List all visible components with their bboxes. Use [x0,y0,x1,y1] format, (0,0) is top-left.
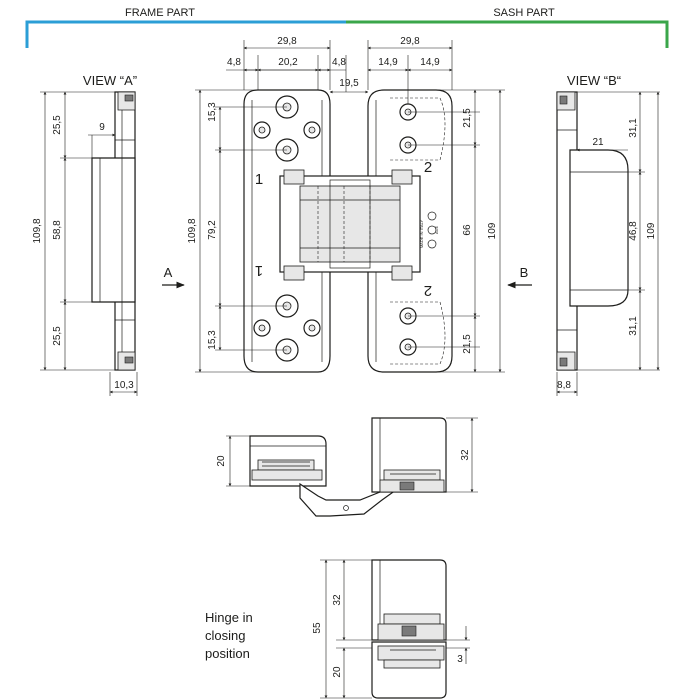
view-a-body [91,157,136,303]
top-view-dim-frame: 20 [216,455,227,467]
view-a-dim-width: 10,3 [114,380,134,391]
view-b-dim-top: 31,1 [628,118,639,138]
sash-bottom-screw-dim: 21,5 [462,334,473,354]
sash-screw-span-dim: 66 [462,224,473,236]
view-a-dim-middle: 58,8 [52,220,63,240]
frame-leaf-label-top: 1 [255,171,263,188]
closing-dim-total: 55 [312,622,323,634]
sash-part-bracket-line [346,20,669,48]
frame-width-dim: 29,8 [277,36,297,47]
frame-top-screw-dim: 15,3 [207,102,218,122]
frame-leaf-label-bottom: 1 [255,262,263,279]
sash-width-dim: 29,8 [400,36,420,47]
view-a-dim-total: 109,8 [32,218,43,243]
top-view-open: 20 32 [216,417,478,517]
view-b-dim-width: 8,8 [557,380,571,391]
sash-leaf-label-top: 2 [424,159,432,176]
top-view-dim-sash: 32 [460,449,471,461]
front-top-dimensions: 29,8 4,8 20,2 4,8 19,5 29,8 14,9 14,9 [226,36,453,104]
view-a-dim-depth: 9 [99,122,105,133]
frame-bottom-screw-dim: 15,3 [207,330,218,350]
frame-screw-span-dim: 79,2 [207,220,218,240]
frame-margin-right-dim: 4,8 [332,57,346,68]
front-left-dimensions: 109,8 15,3 79,2 15,3 [187,89,287,373]
view-b-dim-middle: 46,8 [628,221,639,241]
closing-view: 55 32 20 3 Hinge in closing position [205,559,470,699]
view-b-dim-bottom: 31,1 [628,316,639,336]
frame-inner-dim: 20,2 [278,57,298,68]
sash-half-left-dim: 14,9 [378,57,398,68]
view-a-arrow: A [162,265,185,289]
view-b-dim-depth: 21 [592,137,604,148]
front-right-dimensions: 21,5 66 21,5 109 [408,89,505,373]
sash-part-label: SASH PART [493,7,555,19]
view-b-label: VIEW “B“ [567,73,621,88]
view-a-dim-top: 25,5 [52,115,63,135]
closing-caption-line-2: closing [205,628,245,643]
frame-part-bracket-line [25,20,346,48]
hinge-mechanism [279,169,421,281]
closing-caption-line-3: position [205,646,250,661]
gap-dim: 19,5 [339,78,359,89]
view-b-group: VIEW “B“ 21 31,1 46,8 31,1 109 8,8 [556,73,660,396]
frame-part-label: FRAME PART [125,7,195,19]
brand-logo: ACE [427,211,439,249]
view-b-arrow: B [507,265,532,289]
closing-dim-frame: 20 [332,666,343,678]
view-b-arrow-label: B [520,265,529,280]
frame-margin-left-dim: 4,8 [227,57,241,68]
view-b-dim-total: 109 [646,222,657,239]
closing-dim-gap: 3 [457,654,463,665]
frame-part-bracket: FRAME PART [25,7,346,48]
view-a-dim-bottom: 25,5 [52,326,63,346]
closing-dim-sash: 32 [332,594,343,606]
sash-half-right-dim: 14,9 [420,57,440,68]
frame-height-dim: 109,8 [187,218,198,243]
sash-top-screw-dim: 21,5 [462,108,473,128]
closing-caption-line-1: Hinge in [205,610,253,625]
sash-part-bracket: SASH PART [346,7,669,48]
brand-logo-text: ACE [434,226,439,235]
view-a-label: VIEW “A” [83,73,137,88]
view-b-body [569,149,629,307]
view-a-arrow-label: A [164,265,173,280]
sash-height-dim: 109 [487,222,498,239]
made-in-italy-mark: MADE IN ITALY [419,220,424,249]
sash-leaf-label-bottom: 2 [424,282,432,299]
view-a-group: VIEW “A” 25,5 109,8 58,8 25,5 9 10,3 [32,73,138,396]
